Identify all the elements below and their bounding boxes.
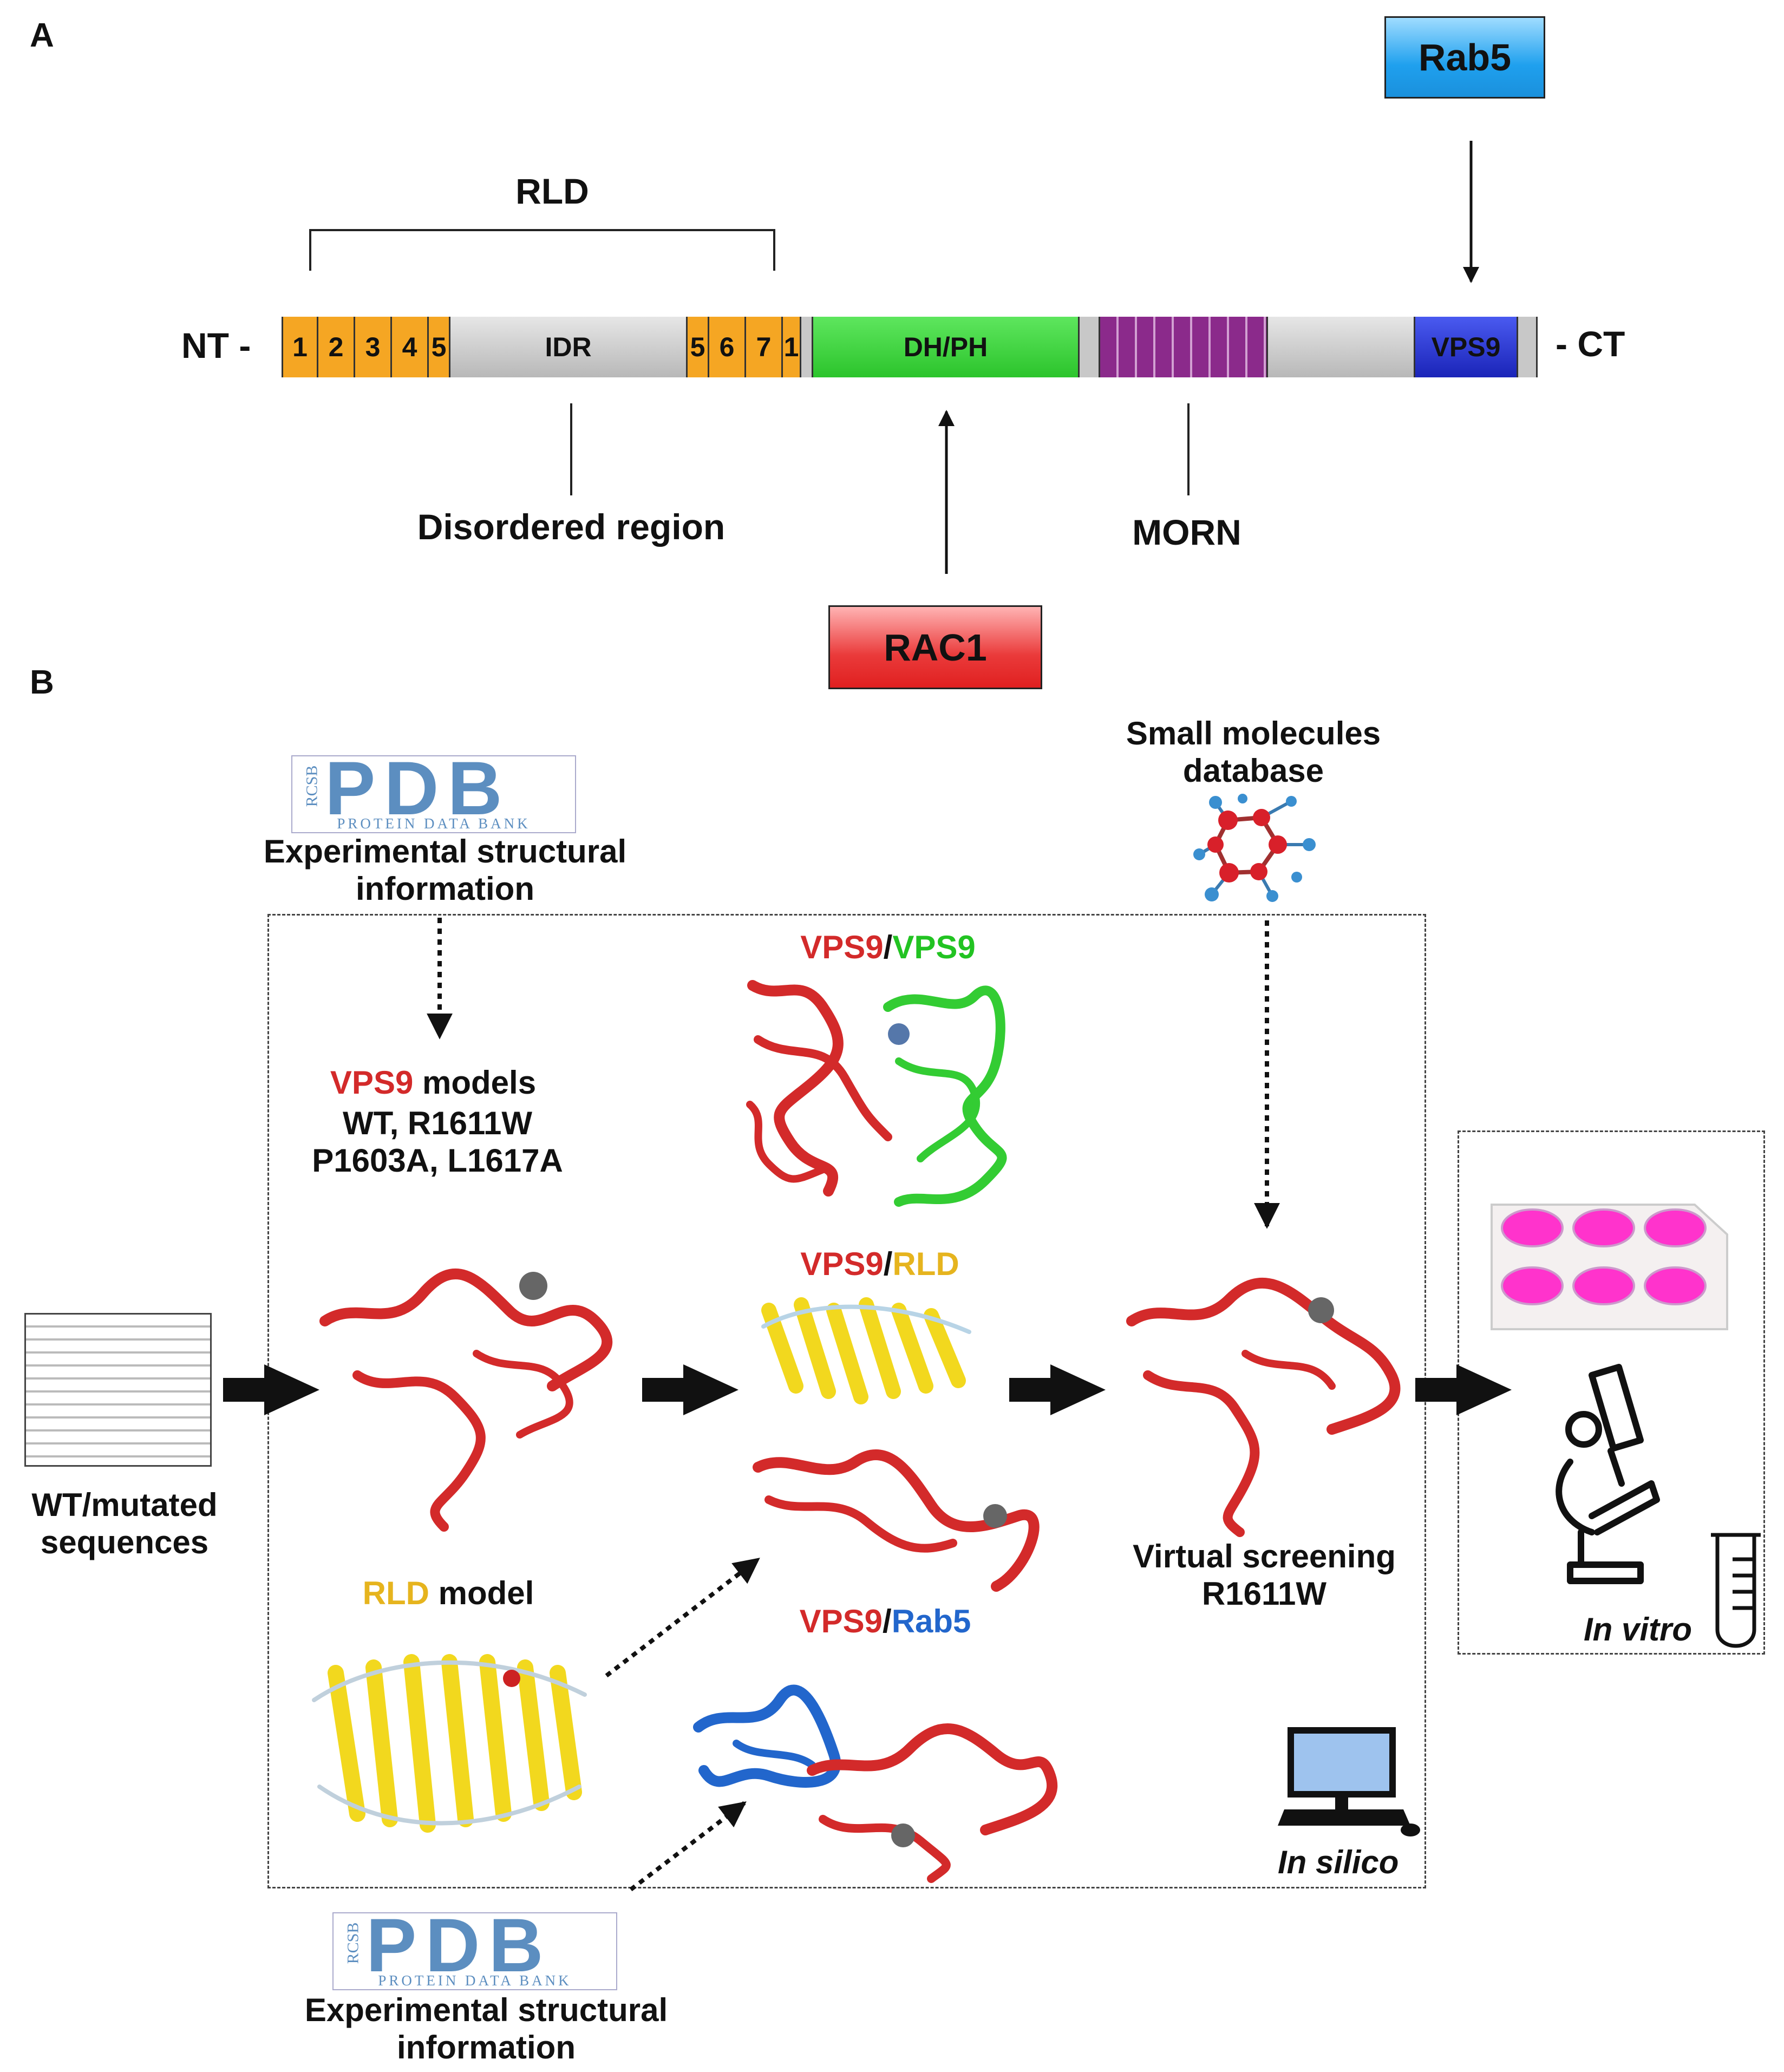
vps9-vps9-b: VPS9 [892, 929, 976, 965]
pdb-logo-bottom: RCSB PDB PROTEIN DATA BANK [332, 1903, 617, 1990]
vps9-vps9-title: VPS9/VPS9 [800, 929, 976, 966]
rcsb-text-bottom: RCSB [344, 1922, 362, 1964]
rld-repeat-4: 4 [392, 317, 429, 377]
idr-domain: IDR [450, 317, 688, 377]
rld-repeat-7: 7 [746, 317, 783, 377]
rld-label: RLD [515, 171, 589, 211]
vps9-domain: VPS9 [1415, 317, 1518, 377]
rld-repeat-6: 6 [709, 317, 746, 377]
vps9-vps9-a: VPS9 [800, 929, 884, 965]
morn-label: MORN [1132, 512, 1241, 552]
virtual-screening-line1: Virtual screening [1133, 1538, 1396, 1574]
rcsb-text: RCSB [303, 765, 321, 807]
vps9-models-b: models [413, 1064, 537, 1101]
virtual-screening-line2: R1611W [1201, 1576, 1327, 1612]
pdb-caption: PROTEIN DATA BANK [337, 815, 531, 832]
dhph-domain: DH/PH [813, 317, 1080, 377]
rld-model-a: RLD [362, 1575, 429, 1611]
wt-mutated-label: WT/mutated sequences [31, 1486, 217, 1561]
linker-4 [1518, 317, 1538, 377]
rld-model-b: model [429, 1575, 534, 1611]
vps9-rld-b: RLD [892, 1246, 959, 1282]
pdb-letters: PDB [325, 746, 511, 831]
rld-model-title: RLD model [363, 1574, 534, 1612]
exp-info-bottom: Experimental structural information [305, 1991, 668, 2066]
vps9-models-title: VPS9 models [330, 1064, 536, 1101]
rld-repeat-1b: 1 [783, 317, 801, 377]
exp-info-bottom-line1: Experimental structural [304, 1992, 668, 2028]
rac1-box: RAC1 [828, 605, 1042, 689]
vps9-rld-sep: / [883, 1246, 893, 1282]
linker-3 [1268, 317, 1415, 377]
linker-1 [801, 317, 813, 377]
vps9-rab5-sep: / [883, 1603, 892, 1639]
vps9-rld-title: VPS9/RLD [800, 1245, 959, 1283]
vps9-models-variants: WT, R1611W P1603A, L1617A [312, 1104, 563, 1179]
in-silico-frame [267, 914, 1426, 1888]
exp-info-top: Experimental structural information [264, 833, 626, 907]
morn-domain [1100, 317, 1268, 377]
vps9-rab5-b: Rab5 [891, 1603, 971, 1639]
sequence-alignment-image [24, 1313, 212, 1467]
in-vitro-frame [1458, 1130, 1765, 1655]
pdb-caption-bottom: PROTEIN DATA BANK [378, 1972, 572, 1989]
disordered-region-label: Disordered region [417, 507, 726, 547]
small-molecules-label: Small molecules database [1126, 715, 1381, 789]
pdb-letters-bottom: PDB [366, 1903, 552, 1988]
exp-info-top-line2: information [356, 871, 534, 907]
nt-terminus: NT - [181, 325, 251, 365]
ct-terminus: - CT [1556, 324, 1625, 364]
exp-info-bottom-line2: information [397, 2029, 576, 2066]
vps9-rld-a: VPS9 [800, 1246, 884, 1282]
rld-bracket [309, 229, 775, 271]
small-molecules-line2: database [1182, 753, 1324, 789]
in-silico-label: In silico [1278, 1844, 1399, 1880]
vps9-rab5-a: VPS9 [799, 1603, 883, 1639]
rld-repeat-5: 5 [429, 317, 450, 377]
rld-repeat-3: 3 [355, 317, 392, 377]
virtual-screening-label: Virtual screening R1611W [1133, 1538, 1396, 1612]
variants-line1: WT, R1611W [342, 1105, 533, 1141]
rab5-box: Rab5 [1384, 16, 1545, 99]
vps9-rab5-title: VPS9/Rab5 [800, 1603, 971, 1640]
rld-repeat-1: 1 [282, 317, 318, 377]
in-vitro-label: In vitro [1584, 1611, 1692, 1648]
pdb-logo-top: RCSB PDB PROTEIN DATA BANK [291, 746, 576, 833]
panel-a-label: A [30, 17, 54, 54]
panel-b-label: B [30, 664, 54, 701]
vps9-models-a: VPS9 [330, 1064, 414, 1101]
small-molecules-line1: Small molecules [1126, 715, 1381, 751]
exp-info-top-line1: Experimental structural [263, 833, 627, 870]
molecule-icon [1193, 794, 1316, 902]
variants-line2: P1603A, L1617A [312, 1142, 563, 1179]
rld-repeat-2: 2 [318, 317, 355, 377]
vps9-vps9-sep: / [883, 929, 893, 965]
linker-2 [1080, 317, 1100, 377]
wt-mutated-line1: WT/mutated [31, 1487, 218, 1523]
rld-repeat-5b: 5 [688, 317, 709, 377]
wt-mutated-line2: sequences [40, 1524, 209, 1560]
